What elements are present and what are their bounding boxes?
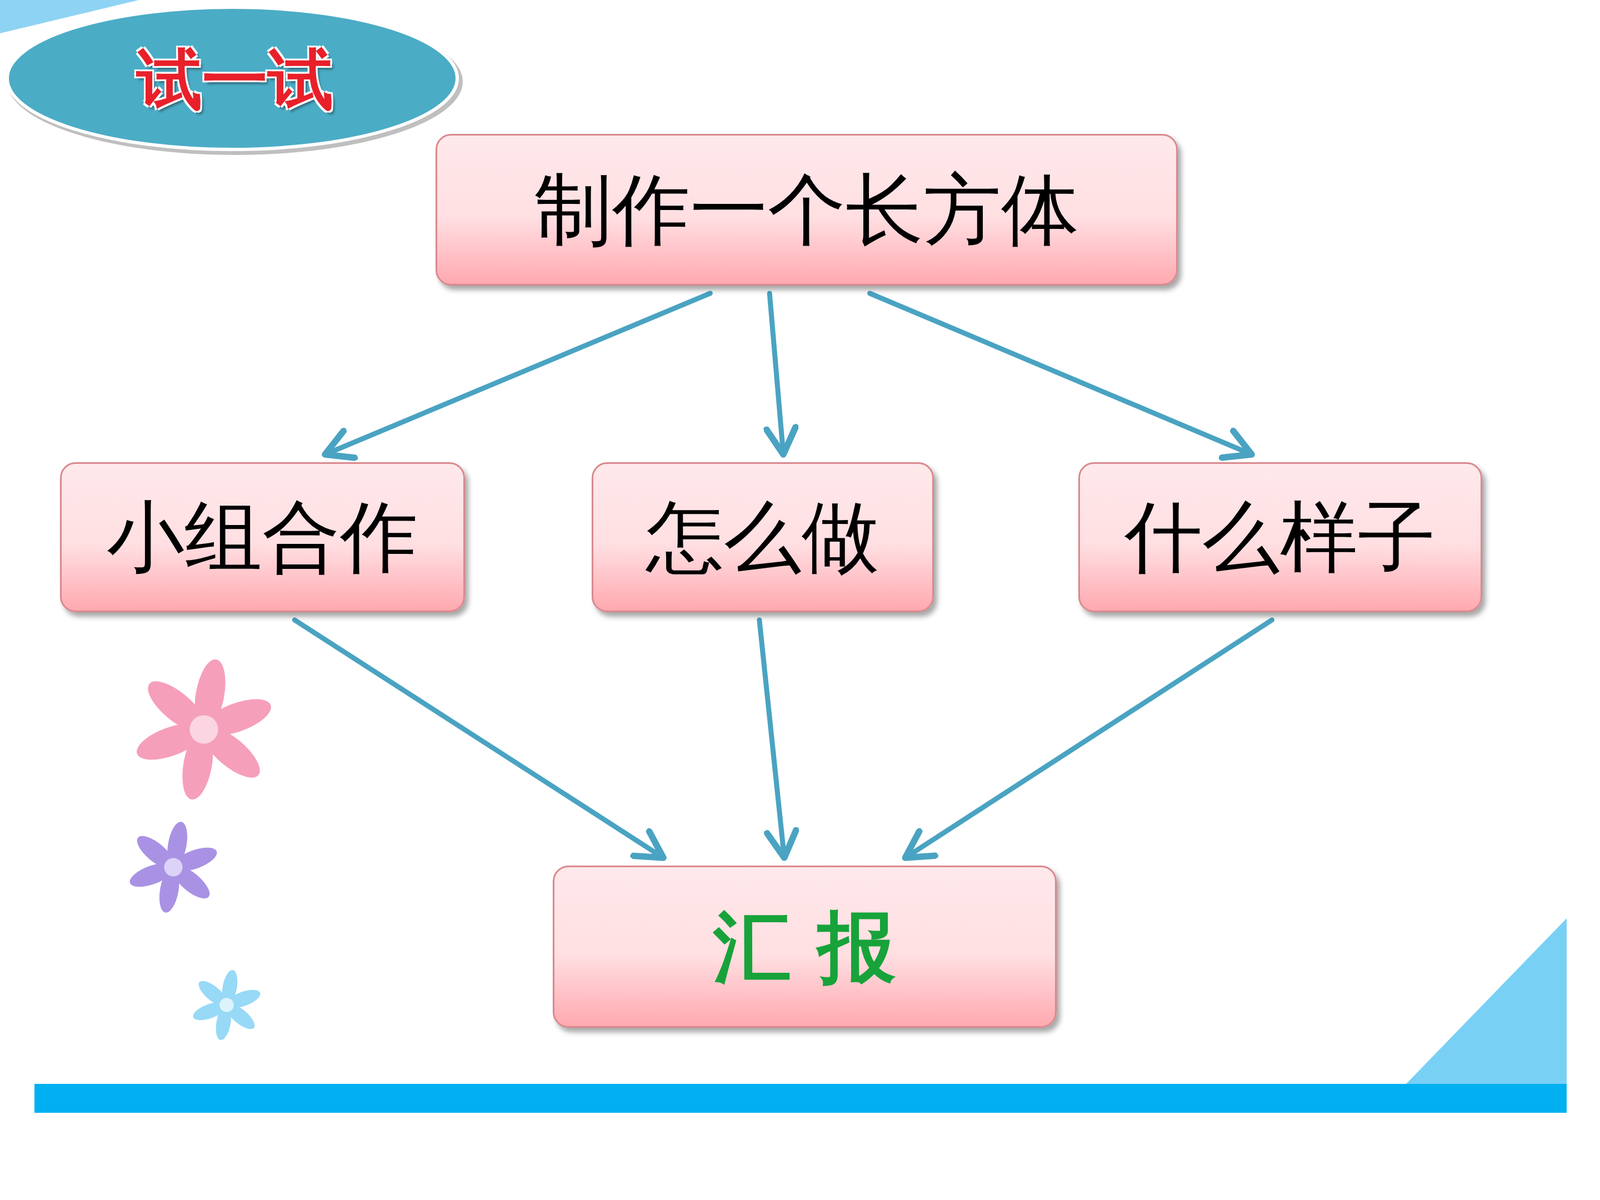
flow-arrow [769, 293, 784, 455]
flower-group [126, 656, 276, 1042]
flower [190, 968, 263, 1042]
box-label: 制作一个长方体 [534, 167, 1079, 253]
heading-text: 试一试 [136, 43, 334, 117]
bottom-bar [34, 1083, 1567, 1113]
flow-arrow [870, 293, 1253, 455]
badge-ellipse-shape [7, 7, 458, 150]
box-label: 小组合作 [106, 494, 418, 580]
process-box: 怎么做 [591, 462, 934, 613]
corner-triangle [1406, 918, 1567, 1084]
flower-center [219, 997, 234, 1013]
box-label: 怎么做 [646, 494, 880, 580]
flower-center [163, 857, 183, 877]
flower [132, 656, 276, 802]
flower-center [189, 715, 218, 744]
process-box: 汇 报 [552, 865, 1057, 1028]
flow-arrow [905, 620, 1272, 858]
flower [126, 820, 220, 914]
process-box: 小组合作 [60, 462, 465, 613]
flow-arrow [759, 620, 785, 858]
process-box: 什么样子 [1078, 462, 1483, 613]
box-label: 汇 报 [713, 903, 897, 990]
process-box: 制作一个长方体 [435, 133, 1178, 286]
flow-arrow [325, 293, 710, 455]
box-label: 什么样子 [1124, 494, 1436, 580]
flow-arrow [294, 620, 664, 858]
badge-ellipse: 试一试 [4, 2, 466, 158]
